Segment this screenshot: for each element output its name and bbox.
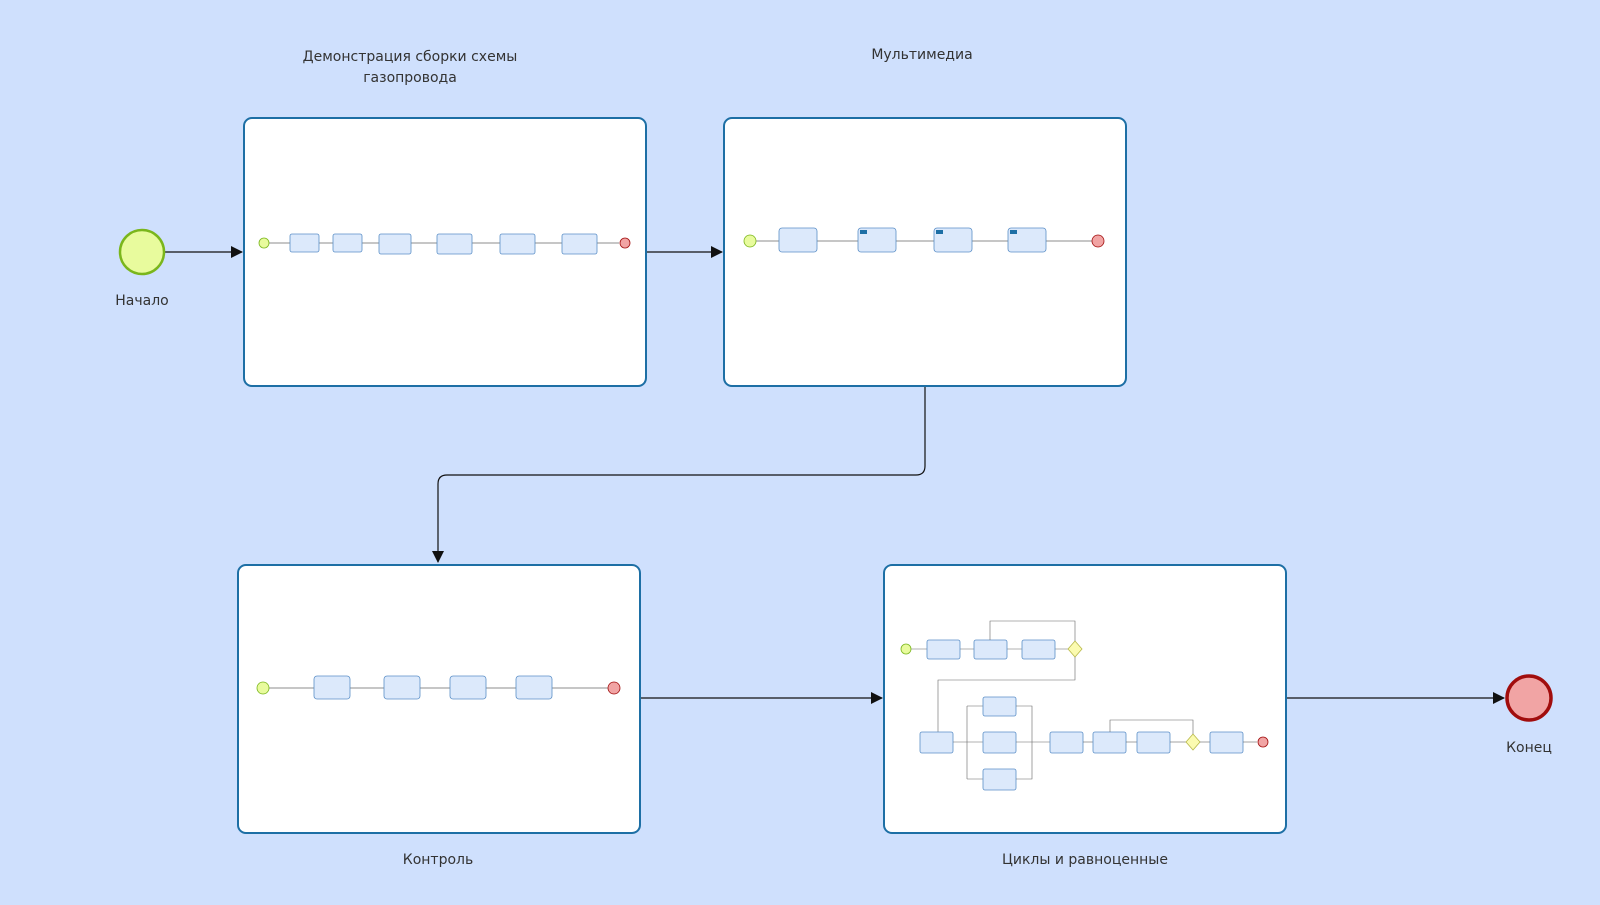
- start-event-label: Начало: [115, 293, 169, 309]
- subprocess-sp3-thumbnail: [256, 675, 621, 700]
- subprocess-sp1-thumbnail: [258, 233, 631, 255]
- end-event-label: Конец: [1506, 740, 1552, 756]
- subprocess-sp1-title: Демонстрация сборки схемы газопровода: [302, 49, 518, 86]
- subprocess-sp4[interactable]: [883, 564, 1287, 834]
- subprocess-sp2-thumbnail: [743, 227, 1105, 253]
- subprocess-sp1[interactable]: [243, 117, 647, 387]
- end-event[interactable]: [1505, 674, 1553, 722]
- subprocess-sp4-thumbnail: [900, 620, 1269, 791]
- subprocess-sp3-title: Контроль: [402, 852, 474, 868]
- subprocess-sp3[interactable]: [237, 564, 641, 834]
- subprocess-sp2[interactable]: [723, 117, 1127, 387]
- start-event[interactable]: [118, 228, 166, 276]
- flow-sp2-to-sp3[interactable]: [432, 386, 926, 563]
- subprocess-sp4-title: Циклы и равноценные: [1002, 852, 1168, 868]
- subprocess-sp2-title: Мультимедиа: [871, 47, 973, 63]
